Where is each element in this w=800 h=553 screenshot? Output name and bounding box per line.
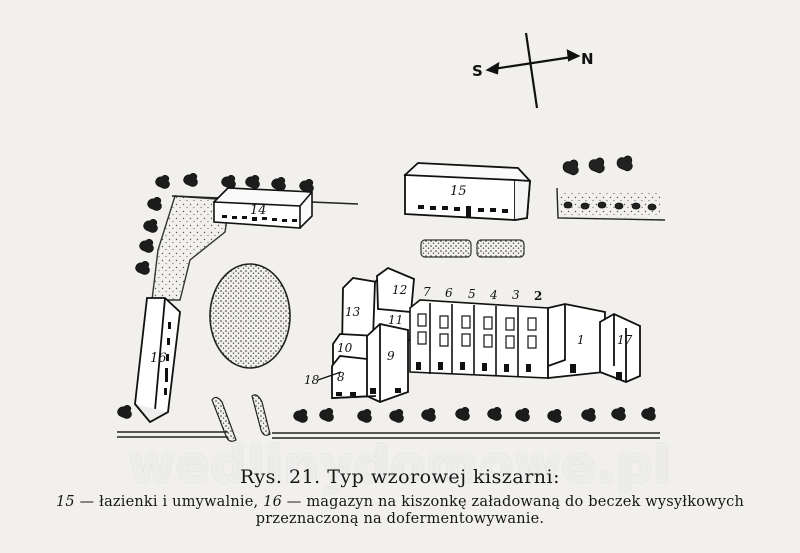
site-boundary [117, 431, 660, 439]
building-15 [403, 162, 531, 221]
label-12: 12 [392, 283, 407, 297]
compass-south-label: S [472, 62, 483, 80]
yard-ellipse [209, 263, 291, 369]
label-6: 6 [445, 286, 453, 300]
figure-title: Rys. 21. Typ wzorowej kiszarni: [239, 466, 561, 488]
caption-num-15: 15 [55, 494, 75, 510]
tree-row-left [135, 173, 314, 275]
label-14: 14 [250, 203, 267, 218]
watermark: wedlinydomowe.pl [128, 436, 672, 494]
label-11: 11 [388, 313, 403, 327]
gate-trees [211, 394, 271, 442]
label-16: 16 [150, 351, 167, 366]
tree-row-bottom [117, 405, 656, 423]
caption-line-2: przeznaczoną na dofermentowywanie. [255, 511, 545, 527]
leader-18 [317, 371, 342, 381]
label-5: 5 [468, 287, 476, 301]
building-17 [599, 312, 641, 383]
compass-rose [485, 32, 581, 109]
caption-line-1: 15 — łazienki i umywalnie, 16 — magazyn … [0, 494, 800, 510]
flower-bed-left [420, 239, 472, 258]
cell-row-2-7 [409, 299, 549, 379]
caption-text-16: — magazyn na kiszonkę załadowaną do becz… [282, 494, 744, 510]
label-10: 10 [337, 341, 353, 355]
label-17: 17 [617, 333, 633, 347]
flower-bed-right [476, 239, 525, 258]
label-8: 8 [337, 370, 345, 384]
building-16 [134, 297, 181, 424]
label-15: 15 [450, 184, 467, 199]
building-14 [212, 187, 313, 229]
building-cluster-8-13 [331, 266, 415, 403]
label-18: 18 [304, 373, 320, 387]
caption-text-15: — łazienki i umywalnie, [74, 494, 264, 510]
garden-plot [556, 155, 666, 221]
label-9: 9 [387, 349, 395, 363]
caption-num-16: 16 [263, 494, 282, 510]
label-1: 1 [577, 333, 585, 347]
label-4: 4 [489, 288, 498, 302]
compass-north-label: N [581, 50, 594, 68]
label-3: 3 [512, 288, 520, 302]
label-2: 2 [534, 289, 542, 303]
label-13: 13 [345, 305, 361, 319]
label-7: 7 [423, 285, 431, 299]
